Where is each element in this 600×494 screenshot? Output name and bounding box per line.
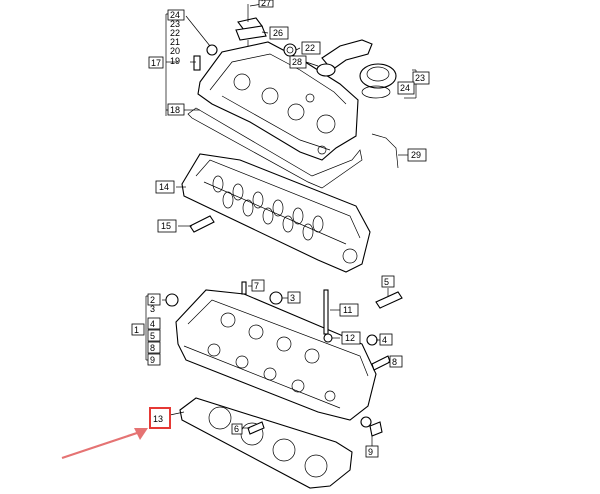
- red-pointer-arrow: [61, 428, 148, 460]
- callout-9: 9: [368, 447, 373, 457]
- callout-22: 22: [170, 28, 180, 38]
- callout-1: 1: [134, 325, 139, 335]
- cylinder-head: [175, 289, 377, 421]
- callout-5-stack: 5: [150, 331, 155, 341]
- callout-3: 3: [290, 293, 295, 303]
- callout-8: 8: [392, 357, 397, 367]
- highlight-box: [149, 407, 171, 429]
- head-gasket: [179, 397, 353, 489]
- small-parts: [165, 4, 403, 437]
- callout-20: 20: [170, 46, 180, 56]
- callout-8-stack: 8: [150, 343, 155, 353]
- callout-3-stack: 3: [150, 304, 155, 314]
- callout-21: 21: [170, 37, 180, 47]
- callout-15: 15: [161, 221, 171, 231]
- callout-28: 28: [292, 57, 302, 67]
- callout-26: 26: [273, 28, 283, 38]
- callout-7: 7: [254, 281, 259, 291]
- valve-cover-gasket: [187, 107, 363, 189]
- callout-4-stack: 4: [150, 319, 155, 329]
- callout-18: 18: [170, 105, 180, 115]
- camshaft-carrier: [181, 153, 371, 273]
- callout-24-seal: 24: [400, 83, 410, 93]
- callout-17: 17: [151, 58, 161, 68]
- camshaft-lobes: [212, 175, 324, 241]
- callout-4: 4: [382, 335, 387, 345]
- callout-22-seal: 22: [305, 43, 315, 53]
- callout-6: 6: [234, 424, 239, 434]
- callout-12: 12: [345, 333, 355, 343]
- callout-23-cap: 23: [415, 73, 425, 83]
- callout-13: 13: [153, 414, 163, 424]
- callout-19: 19: [170, 56, 180, 66]
- callout-14: 14: [159, 182, 169, 192]
- bracket-lines: [145, 3, 417, 446]
- callout-9-stack: 9: [150, 355, 155, 365]
- callout-29: 29: [411, 150, 421, 160]
- callout-11: 11: [343, 305, 352, 315]
- callout-24: 24: [170, 10, 180, 20]
- callout-5: 5: [384, 277, 389, 287]
- callout-23: 23: [170, 19, 180, 29]
- callout-27: 27: [261, 0, 271, 8]
- callout-2: 2: [150, 295, 155, 305]
- callout-labels: 24 23 22 21 20 19 17 18 27 26 22 28 23 2…: [131, 0, 430, 458]
